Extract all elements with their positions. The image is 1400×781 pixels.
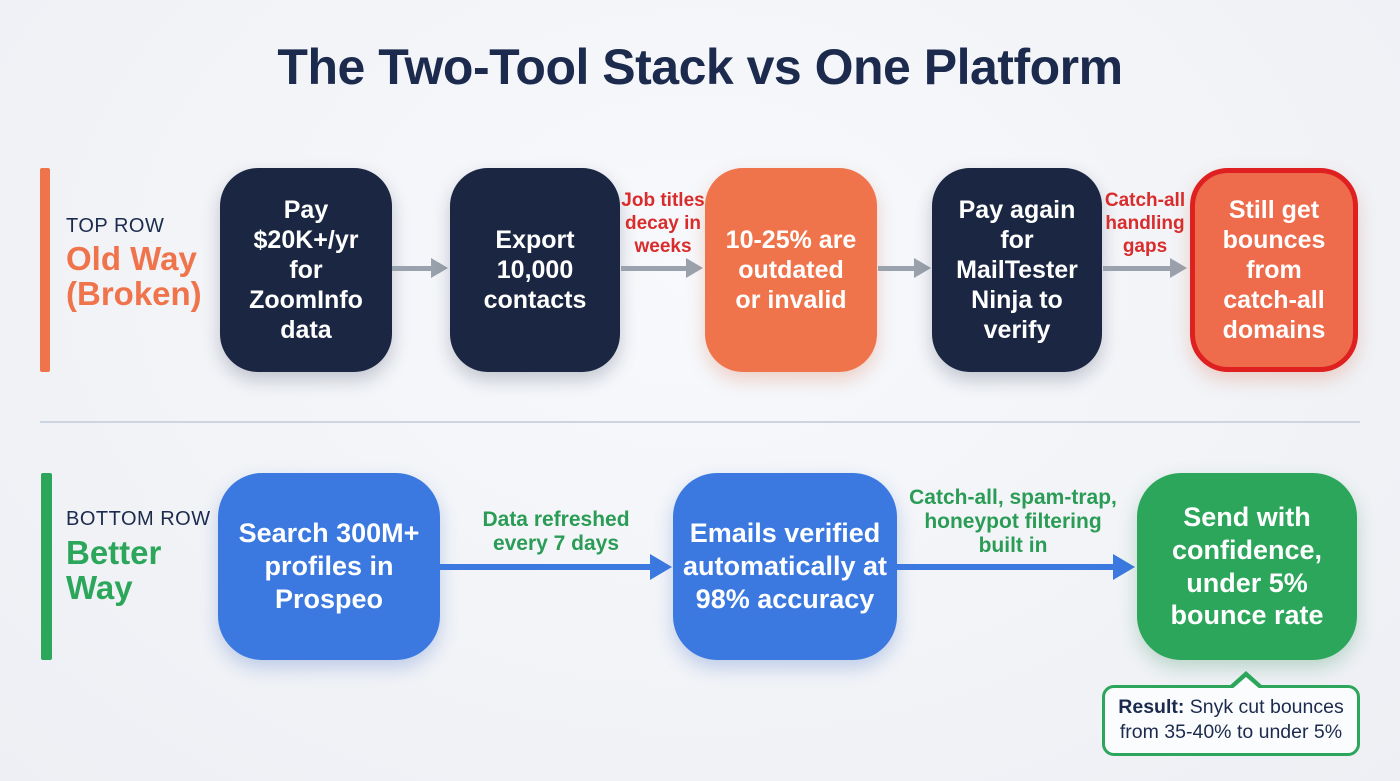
- result-callout: Result: Snyk cut bounces from 35-40% to …: [1102, 671, 1360, 756]
- result-callout-line2: from 35-40% to under 5%: [1119, 721, 1343, 744]
- arrow-shaft: [897, 564, 1120, 570]
- page-title: The Two-Tool Stack vs One Platform: [277, 39, 1123, 95]
- bottom-row-label: Better Way: [66, 534, 162, 606]
- arrow-head-icon: [914, 258, 931, 278]
- arrow-shaft: [878, 265, 920, 271]
- step-export-contacts: Export 10,000 contacts: [450, 168, 620, 372]
- top-row-kicker: TOP ROW: [66, 215, 165, 237]
- arrow-shaft: [392, 265, 437, 271]
- arrow-head-icon: [1170, 258, 1187, 278]
- arrow-head-icon: [1113, 554, 1135, 580]
- bottom-row-accent-bar: [41, 473, 52, 660]
- bottom-row-kicker: BOTTOM ROW: [66, 508, 211, 530]
- arrow-head-icon: [686, 258, 703, 278]
- arrow-shaft: [621, 265, 692, 271]
- step-outdated-invalid: 10-25% are outdated or invalid: [705, 168, 877, 372]
- arrow-label-filtering-built-in: Catch-all, spam-trap, honeypot filtering…: [909, 486, 1117, 558]
- step-send-confidence: Send with confidence, under 5% bounce ra…: [1137, 473, 1357, 660]
- arrow-label-catch-all-gaps: Catch-all handling gaps: [1104, 190, 1186, 257]
- arrow-head-icon: [431, 258, 448, 278]
- arrow-label-data-refreshed: Data refreshed every 7 days: [482, 508, 630, 556]
- result-callout-label: Result:: [1118, 696, 1185, 718]
- arrow-head-icon: [650, 554, 672, 580]
- arrow-shaft: [1103, 265, 1176, 271]
- result-callout-line1: Snyk cut bounces: [1184, 696, 1344, 718]
- step-pay-mailtester: Pay again for MailTester Ninja to verify: [932, 168, 1102, 372]
- step-search-prospeo: Search 300M+ profiles in Prospeo: [218, 473, 440, 660]
- step-still-bounces: Still get bounces from catch-all domains: [1190, 168, 1358, 372]
- arrow-shaft: [440, 564, 657, 570]
- top-row-label: Old Way (Broken): [66, 240, 202, 312]
- step-emails-verified: Emails verified automatically at 98% acc…: [673, 473, 897, 660]
- step-pay-zoominfo: Pay $20K+/yr for ZoomInfo data: [220, 168, 392, 372]
- arrow-label-job-titles: Job titles decay in weeks: [621, 190, 705, 257]
- top-row-accent-bar: [40, 168, 50, 372]
- row-divider: [40, 421, 1360, 423]
